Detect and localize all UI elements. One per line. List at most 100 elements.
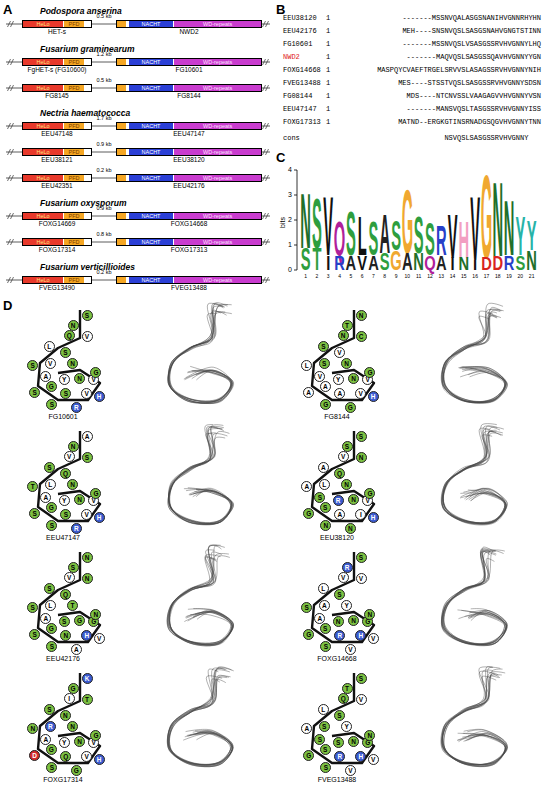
- residue-circle: N: [74, 373, 85, 384]
- residue-letter: R: [345, 564, 350, 571]
- tick-label: 2: [280, 216, 292, 224]
- residue-letter: V: [85, 753, 89, 760]
- domain-label: NACHT: [142, 175, 161, 181]
- species-name: Fusarium graminearum: [40, 44, 134, 54]
- residue-circle: N: [67, 721, 78, 732]
- structure-ensemble: [167, 545, 233, 643]
- residue-circle: T: [82, 694, 93, 705]
- structure-ensemble: [442, 558, 505, 644]
- logo-letter: A: [434, 252, 449, 273]
- residue-letter: S: [31, 362, 35, 369]
- residue-letter: A: [337, 390, 342, 397]
- residue-circle: A: [319, 600, 330, 611]
- structure-ensemble: [169, 437, 232, 524]
- residue-circle: S: [319, 721, 330, 732]
- residue-letter: G: [306, 510, 311, 517]
- aligned-sequence: MATND--ERGKGTINSRNADGSQGVHVGNNYTNN: [336, 118, 541, 126]
- gene-box: EEU42351HeLoPFD: [22, 174, 92, 182]
- tick-label: 0: [280, 266, 292, 274]
- residue-circle: N: [74, 494, 85, 505]
- residue-letter: Y: [344, 723, 348, 730]
- residue-letter: G: [348, 404, 353, 411]
- tick-label: 4: [280, 166, 292, 174]
- residue-circle: V: [368, 633, 379, 644]
- residue-circle: N: [67, 358, 78, 369]
- logo-letter: N: [524, 246, 539, 274]
- residue-circle: S: [60, 509, 71, 520]
- residue-circle: V: [64, 451, 75, 462]
- domain-label: PFD: [69, 175, 80, 181]
- structure-ensemble: [169, 675, 233, 767]
- residue-letter: C: [359, 333, 364, 340]
- residue-circle: S: [46, 762, 57, 773]
- residue-letter: S: [50, 764, 54, 771]
- residue-letter: Y: [336, 376, 340, 383]
- residue-letter: N: [336, 618, 341, 625]
- break-mark: [8, 277, 11, 283]
- residue-circle: G: [303, 508, 314, 519]
- sequence-name: NWD2: [283, 53, 300, 61]
- residue-letter: N: [368, 611, 373, 618]
- residue-letter: V: [371, 756, 375, 763]
- residue-circle: H: [355, 630, 366, 641]
- domain-label: WD-repeats: [203, 149, 232, 155]
- gene-name: FG8145: [45, 92, 69, 100]
- domain-label: HeLo: [36, 85, 49, 91]
- sequence-start: 1: [326, 79, 330, 87]
- intergenic-distance: 0.2 kb: [92, 269, 116, 275]
- sequence-name: FOXG14668: [283, 66, 321, 74]
- residue-circle: V: [64, 572, 75, 583]
- axis-tick: [294, 195, 297, 196]
- residue-letter: G: [49, 504, 54, 511]
- residue-letter: S: [345, 443, 349, 450]
- residue-letter: S: [323, 746, 327, 753]
- structure-ensemble: [442, 674, 507, 764]
- tick-label: 3: [280, 191, 292, 199]
- residue-circle: A: [318, 462, 329, 473]
- residue-letter: N: [359, 454, 364, 461]
- break-mark: [8, 213, 11, 219]
- structure-ensemble: [442, 667, 505, 767]
- residue-letter: A: [43, 736, 48, 743]
- residue-letter: I: [360, 511, 362, 518]
- axis-title: bits: [279, 217, 287, 228]
- residue-circle: T: [27, 481, 38, 492]
- residue-letter: Q: [67, 332, 72, 339]
- domain-box: WD-repeats: [174, 175, 261, 181]
- residue-circle: N: [348, 615, 359, 626]
- break-mark: [263, 85, 266, 91]
- tick-label: 1: [280, 241, 292, 249]
- residue-circle: H: [81, 630, 92, 641]
- domain-box: WD-repeats: [174, 277, 261, 283]
- residue-circle: R: [71, 402, 82, 413]
- residue-letter: G: [367, 490, 372, 497]
- logo-letter: D: [479, 255, 494, 272]
- residue-circle: S: [320, 623, 331, 634]
- domain-box: HeLo: [23, 277, 63, 283]
- residue-circle: S: [27, 602, 38, 613]
- structure-ensemble: [170, 304, 231, 403]
- structure-ensemble: [443, 316, 507, 403]
- residue-circle: N: [364, 609, 375, 620]
- residue-letter: A: [322, 602, 327, 609]
- residue-letter: S: [64, 511, 68, 518]
- domain-label: WD-repeats: [203, 175, 232, 181]
- break-mark: [263, 149, 266, 155]
- logo-letter: A: [400, 249, 415, 273]
- residue-letter: G: [306, 631, 311, 638]
- residue-circle: N: [356, 452, 367, 463]
- aligned-sequence: MES----STSSTVQSLSASGSSRVHVGNNYSDSN: [336, 79, 541, 87]
- residue-circle: V: [45, 358, 56, 369]
- gene-name: FOXG14668: [171, 220, 208, 228]
- residue-circle: S: [60, 388, 71, 399]
- residue-circle: G: [71, 765, 82, 776]
- residue-circle: A: [303, 387, 314, 398]
- domain-box: WD-repeats: [174, 59, 261, 65]
- break-mark: [8, 85, 11, 91]
- aligned-sequence: -------MAQVQSLSASGSSQAVHVGNNYYGN: [336, 53, 541, 61]
- residue-letter: G: [323, 401, 328, 408]
- residue-circle: Q: [338, 693, 349, 704]
- residue-letter: N: [85, 575, 90, 582]
- residue-letter: H: [371, 393, 376, 400]
- break-mark: [11, 123, 14, 129]
